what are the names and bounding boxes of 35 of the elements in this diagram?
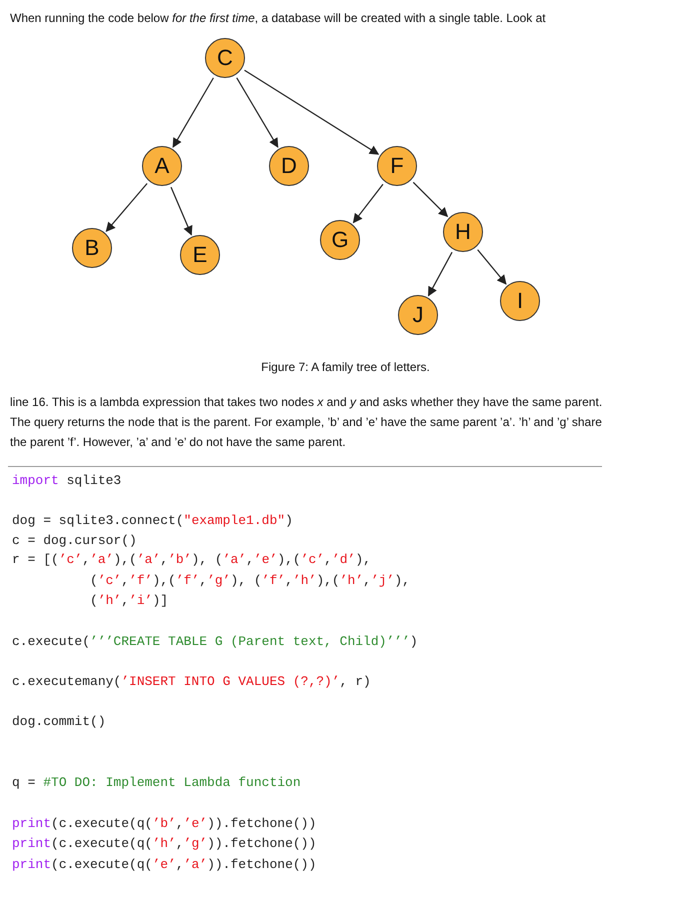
arrow	[352, 184, 384, 224]
code-line: print(c.execute(q(’e’,’a’)).fetchone())	[12, 857, 316, 873]
code-line: (’h’,’i’)]	[90, 593, 168, 609]
code-line: import sqlite3	[12, 473, 122, 489]
code-line: dog.commit()	[12, 714, 106, 730]
code-line: (’c’,’f’),(’f’,’g’), (’f’,’h’),(’h’,’j’),	[90, 573, 410, 589]
arrow	[236, 77, 278, 148]
letter-node: J	[398, 295, 438, 335]
code-line: print(c.execute(q(’b’,’e’)).fetchone())	[12, 816, 316, 832]
arrow	[170, 186, 192, 236]
arrow	[428, 252, 453, 296]
arrow	[477, 249, 507, 285]
code-line: c.execute(’’’CREATE TABLE G (Parent text, Child)’’’)	[12, 634, 418, 650]
arrow	[106, 183, 148, 232]
letter-node: F	[377, 146, 417, 186]
letter-node: A	[142, 146, 182, 186]
letter-node: C	[205, 38, 245, 78]
letter-node: E	[180, 235, 220, 275]
figure-caption: Figure 7: A family tree of letters.	[261, 360, 430, 374]
code-line: c.executemany(’INSERT INTO G VALUES (?,?)’, r)	[12, 674, 371, 690]
code-line: dog = sqlite3.connect("example1.db")	[12, 513, 293, 529]
code-line: q = #TO DO: Implement Lambda function	[12, 775, 301, 791]
letter-node: H	[443, 212, 483, 252]
arrow	[412, 182, 448, 218]
letter-node: I	[500, 281, 540, 321]
paragraph: line 16. This is a lambda expression that takes two nodes x and y and asks whether they have the same parent. The query returns the node that is the parent. For example, ’b’ and ’e’ have the same parent ’a’. ’h’ and ’g’ share the parent ’f’. However, ’a’ and ’e’ do not have the same parent.	[10, 394, 604, 451]
code-line: print(c.execute(q(’h’,’g’)).fetchone())	[12, 836, 316, 852]
arrow	[172, 78, 214, 148]
letter-node: G	[320, 220, 360, 260]
letter-node: B	[72, 228, 112, 268]
letter-node: D	[269, 146, 309, 186]
intro-text: When running the code below for the first time, a database will be created with a single table. Look at	[10, 10, 546, 27]
code-line: r = [(’c’,’a’),(’a’,’b’), (’a’,’e’),(’c’,’d’),	[12, 552, 371, 568]
code-line: c = dog.cursor()	[12, 533, 137, 549]
arrow	[244, 70, 380, 155]
